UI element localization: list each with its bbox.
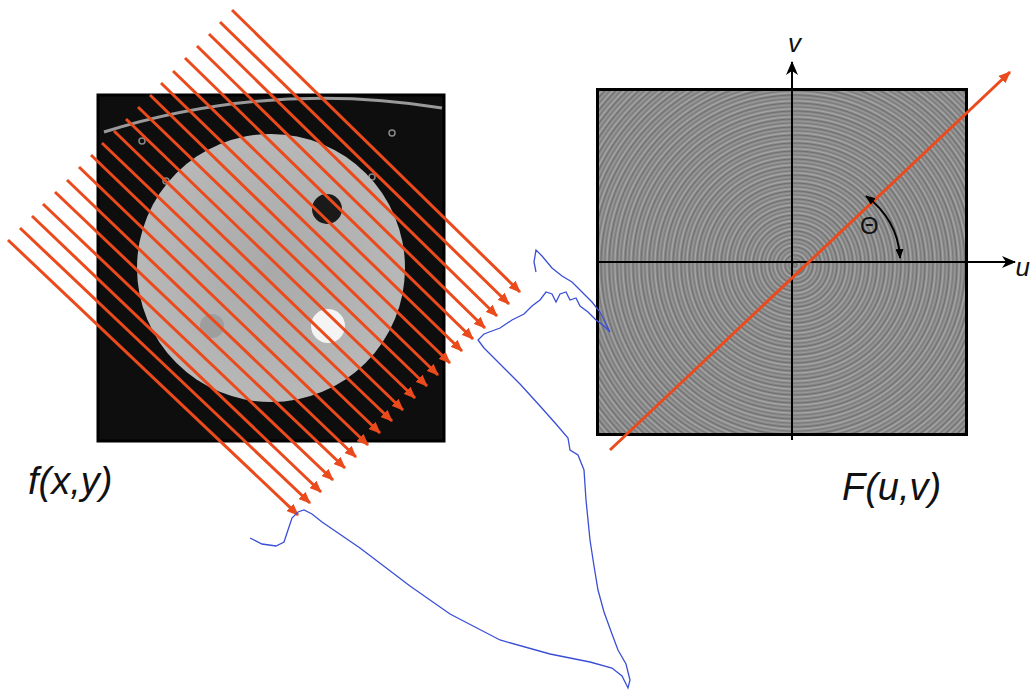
angle-label: Θ (860, 214, 879, 238)
spectrum-label: F(u,v) (842, 468, 941, 506)
axis-label: v (788, 30, 801, 56)
axis-label: u (1016, 254, 1030, 280)
image-label: f(x,y) (28, 462, 112, 500)
